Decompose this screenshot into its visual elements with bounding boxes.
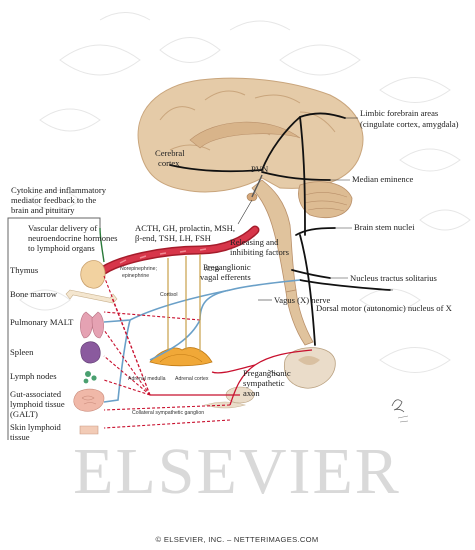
label-vascular-2: neuroendocrine hormones: [28, 233, 118, 243]
lung-right: [92, 312, 104, 338]
label-median-eminence: Median eminence: [352, 174, 414, 184]
label-cortisol: Cortisol: [160, 292, 178, 298]
label-hormones-2: β-end, TSH, LH, FSH: [135, 233, 211, 243]
label-norepi-1: Norepinephrine;: [120, 266, 157, 272]
label-pre-symp-1: Preganglionic: [243, 368, 291, 378]
label-vascular-3: to lymphoid organs: [28, 243, 95, 253]
lymph-node-2: [91, 375, 96, 380]
label-releasing-2: inhibiting factors: [230, 247, 290, 257]
label-cytokine-2: mediator feedback to the: [11, 195, 96, 205]
label-bone-marrow: Bone marrow: [10, 289, 58, 299]
label-dorsal-motor: Dorsal motor (autonomic) nucleus of X: [316, 303, 453, 313]
label-cytokine-1: Cytokine and inflammatory: [11, 185, 107, 195]
label-limbic-2: (cingulate cortex, amygdala): [360, 119, 459, 129]
label-adrenal-medulla: Adrenal medulla: [128, 376, 166, 382]
label-galt-2: lymphoid tissue: [10, 399, 65, 409]
label-galt-3: (GALT): [10, 409, 38, 419]
cerebellum: [298, 182, 352, 218]
label-limbic-1: Limbic forebrain areas: [360, 108, 439, 118]
label-nts: Nucleus tractus solitarius: [350, 273, 438, 283]
label-skin-1: Skin lymphoid: [10, 422, 62, 432]
label-releasing-1: Releasing and: [230, 237, 279, 247]
label-vascular-1: Vascular delivery of: [28, 223, 97, 233]
copyright-text: © ELSEVIER, INC. – NETTERIMAGES.COM: [156, 535, 319, 544]
pathway-nts: [292, 270, 330, 278]
label-hormones-1: ACTH, GH, prolactin, MSH,: [135, 223, 235, 233]
artist-signature: [392, 400, 408, 422]
label-adrenal-cortex: Adrenal cortex: [175, 376, 209, 382]
brain-stem: [252, 180, 296, 292]
adrenal-gland: [150, 348, 212, 366]
lymphoid-organs: [66, 261, 117, 435]
label-pvn: PVN: [251, 164, 269, 174]
label-skin-2: tissue: [10, 432, 30, 442]
label-preganglionic-vagal-2: vagal efferents: [200, 272, 251, 282]
skin-organ: [80, 426, 98, 434]
elsevier-watermark: ELSEVIER: [73, 435, 401, 508]
label-pre-symp-3: axon: [243, 388, 260, 398]
label-brainstem: Brain stem nuclei: [354, 222, 415, 232]
label-galt-1: Gut-associated: [10, 389, 62, 399]
label-pulmonary: Pulmonary MALT: [10, 317, 74, 327]
spleen-organ: [81, 342, 101, 363]
lymph-node-1: [85, 371, 91, 377]
label-cytokine-3: brain and pituitary: [11, 205, 75, 215]
label-thymus: Thymus: [10, 265, 39, 275]
label-collateral: Collateral sympathetic ganglion: [132, 410, 204, 416]
lung-left: [80, 312, 93, 338]
bone-marrow-organ: [66, 290, 117, 303]
label-lymph-nodes: Lymph nodes: [10, 371, 57, 381]
cerebrum: [138, 78, 363, 192]
thymus-organ: [81, 261, 105, 289]
label-norepi-2: epinephrine: [122, 273, 149, 279]
label-spleen: Spleen: [10, 347, 34, 357]
label-pre-symp-2: sympathetic: [243, 378, 285, 388]
lymph-node-3: [84, 379, 89, 384]
label-preganglionic-vagal-1: Preganglionic: [203, 262, 251, 272]
label-cortex-1: Cerebral: [155, 148, 185, 158]
label-cortex-2: cortex: [158, 158, 180, 168]
pathway-brainstem: [296, 228, 335, 235]
